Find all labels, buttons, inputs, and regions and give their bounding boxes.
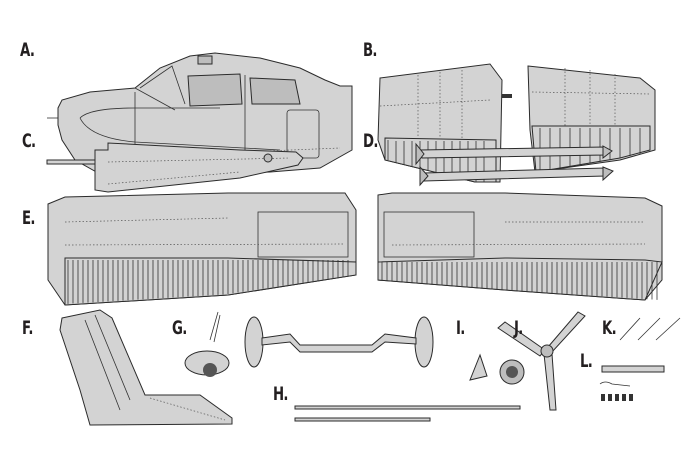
label-i: I. [456, 317, 465, 339]
label-f: F. [22, 317, 34, 339]
label-l: L. [580, 350, 593, 372]
label-j: J. [514, 317, 523, 339]
label-b: B. [363, 39, 377, 61]
label-a: A. [20, 39, 35, 61]
part-b-stabilizer [377, 63, 656, 183]
part-h-main-gear [244, 316, 521, 422]
label-e: E. [22, 207, 35, 229]
label-d: D. [363, 130, 378, 152]
label-g: G. [172, 317, 187, 339]
part-f-vertical-tail [59, 309, 233, 426]
label-c: C. [22, 130, 36, 152]
label-k: K. [602, 317, 617, 339]
part-j-propeller [497, 311, 586, 411]
part-k-pins [619, 317, 681, 341]
part-d-wing-struts [415, 142, 614, 187]
label-h: H. [273, 383, 288, 405]
part-e-wings [47, 192, 663, 306]
part-l-hardware [599, 365, 665, 401]
part-g-nose-gear [184, 311, 230, 377]
part-i-spinner-tip [469, 353, 488, 381]
part-c-tail-cone [46, 142, 304, 193]
